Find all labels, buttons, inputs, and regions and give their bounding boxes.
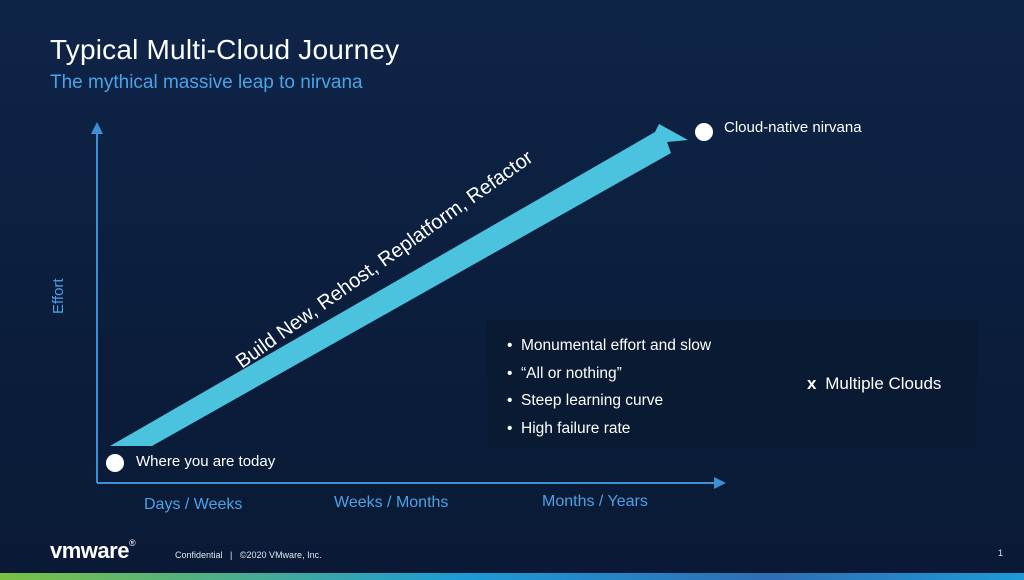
list-item: •Monumental effort and slow [507, 337, 712, 354]
start-point-label: Where you are today [136, 453, 276, 470]
multiplier-symbol: x [807, 374, 817, 393]
x-axis-label-2: Weeks / Months [334, 494, 449, 511]
bottom-color-strip [0, 573, 1024, 580]
page-number: 1 [998, 548, 1004, 558]
start-point-dot [106, 454, 124, 472]
list-item: •Steep learning curve [507, 392, 664, 409]
slide-subtitle: The mythical massive leap to nirvana [50, 72, 363, 93]
footer-separator: | [230, 550, 233, 560]
y-axis-label: Effort [50, 278, 67, 314]
multiplier-label: x Multiple Clouds [807, 374, 941, 394]
footer-text: Confidential | ©2020 VMware, Inc. [175, 550, 322, 560]
confidential-label: Confidential [175, 550, 223, 560]
end-point-label: Cloud-native nirvana [724, 119, 862, 136]
list-item: •High failure rate [507, 419, 631, 437]
journey-arrow [110, 124, 688, 446]
copyright-text: ©2020 VMware, Inc. [239, 550, 322, 560]
x-axis-label-1: Days / Weeks [144, 496, 243, 513]
list-item: •“All or nothing” [507, 364, 622, 382]
slide-title: Typical Multi-Cloud Journey [50, 34, 400, 65]
end-point-dot [695, 123, 713, 141]
x-axis-label-3: Months / Years [542, 493, 648, 510]
info-box: •Monumental effort and slow •“All or not… [487, 320, 977, 449]
bullet-list: •Monumental effort and slow •“All or not… [507, 332, 711, 442]
multiplier-text: Multiple Clouds [825, 374, 942, 393]
vmware-logo: vmware® [50, 538, 136, 563]
